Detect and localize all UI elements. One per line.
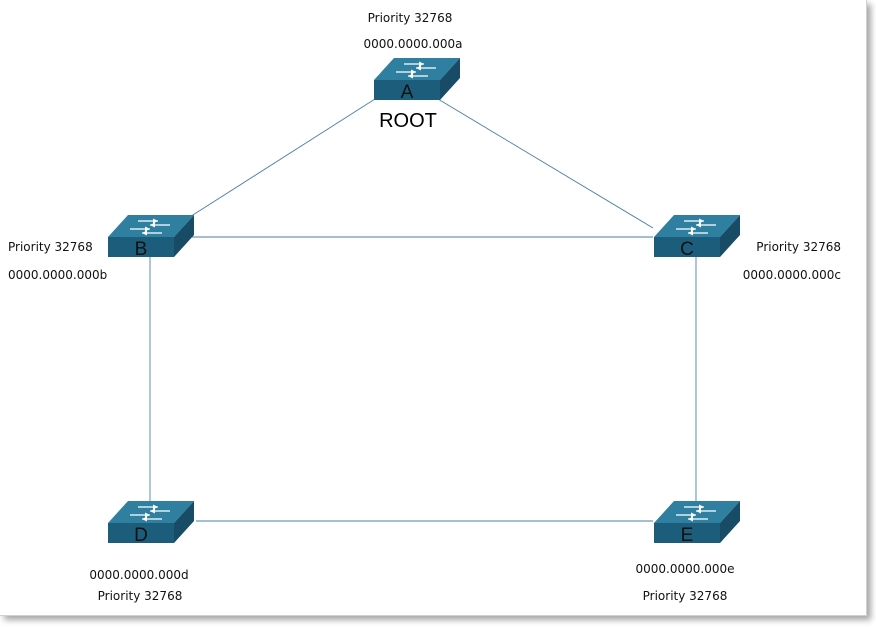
switch-arrows-icon	[396, 61, 436, 79]
switch-d-mac: 0000.0000.000d	[89, 568, 188, 582]
switch-d[interactable]: D	[108, 501, 194, 546]
switch-c-priority: Priority 32768	[756, 240, 841, 254]
switch-top-face	[654, 215, 740, 237]
switch-arrows-icon	[130, 218, 170, 236]
switch-top-face	[374, 58, 460, 80]
switch-a-mac: 0000.0000.000a	[364, 37, 463, 51]
switch-front-face	[374, 80, 440, 100]
switch-c-mac: 0000.0000.000c	[743, 268, 841, 282]
link-a-b	[184, 98, 376, 221]
switch-side-face	[174, 215, 194, 257]
switch-arrows-icon	[676, 504, 716, 522]
switch-a-priority: Priority 32768	[368, 11, 453, 25]
switch-side-face	[440, 58, 460, 100]
diagram-canvas: A B C D E Priority 32768 0000.0000.000a ROOT…	[0, 0, 867, 616]
switch-top-face	[108, 501, 194, 523]
switch-side-face	[720, 215, 740, 257]
switch-b[interactable]: B	[108, 215, 194, 260]
switch-b-mac: 0000.0000.000b	[8, 268, 107, 282]
switch-arrows-icon	[676, 218, 716, 236]
link-a-c	[437, 98, 654, 229]
network-diagram: A B C D E Priority 32768 0000.0000.000a ROOT…	[8, 11, 841, 603]
switch-e-priority: Priority 32768	[643, 589, 728, 603]
switch-e[interactable]: E	[654, 501, 740, 546]
switch-c[interactable]: C	[654, 215, 740, 260]
switch-b-priority: Priority 32768	[8, 240, 93, 254]
switch-c-letter: C	[680, 239, 694, 260]
links-layer	[149, 98, 697, 522]
switch-side-face	[174, 501, 194, 543]
switch-e-letter: E	[681, 525, 694, 546]
switch-front-face	[654, 523, 720, 543]
switches-layer: A B C D E	[108, 58, 740, 546]
switch-d-priority: Priority 32768	[98, 589, 183, 603]
switch-front-face	[108, 523, 174, 543]
switch-arrows-icon	[130, 504, 170, 522]
switch-side-face	[720, 501, 740, 543]
switch-front-face	[654, 237, 720, 257]
switch-top-face	[108, 215, 194, 237]
switch-a[interactable]: A	[374, 58, 460, 103]
switch-top-face	[654, 501, 740, 523]
switch-a-letter: A	[401, 82, 414, 103]
switch-e-mac: 0000.0000.000e	[636, 562, 735, 576]
switch-b-letter: B	[135, 239, 148, 260]
switch-front-face	[108, 237, 174, 257]
switch-d-letter: D	[134, 525, 148, 546]
switch-a-root-label: ROOT	[379, 110, 437, 132]
